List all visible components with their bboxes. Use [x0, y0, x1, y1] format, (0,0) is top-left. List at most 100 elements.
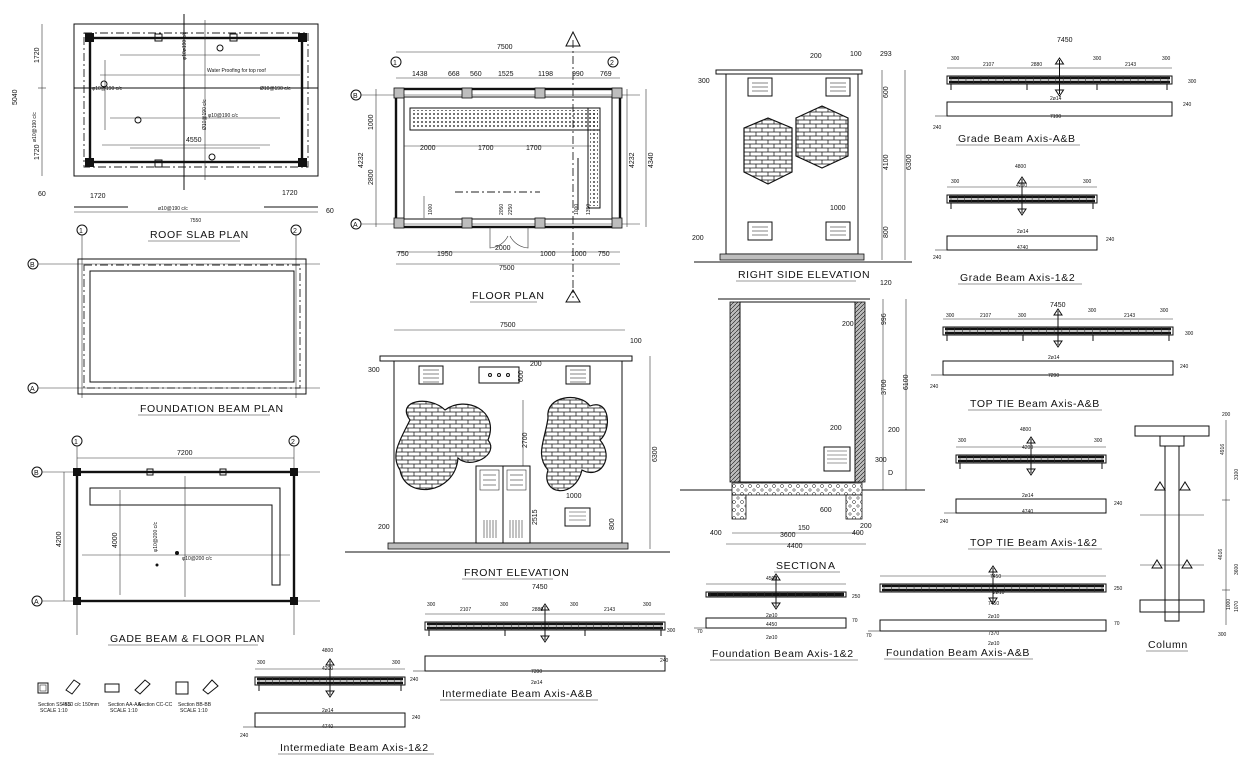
fb-12-bars-b: 2ø10: [766, 635, 778, 641]
roof-water-proofing-note: Water Proofing for top roof: [207, 68, 266, 74]
tt-ab-dim-300c: 300: [1088, 308, 1097, 314]
floor-cable-tray: [409, 107, 601, 209]
roof-dim-5040: 5040: [12, 89, 19, 105]
foundation-beam-ab-bar-schedule: [879, 619, 1107, 632]
floor-dim-1700a: 1700: [478, 145, 494, 152]
tt-12-bars: 2ø14: [1022, 493, 1034, 499]
gb-ab-dim-300d: 300: [1188, 79, 1197, 85]
tt-ab-bars: 2ø14: [1048, 355, 1060, 361]
section-a-title: SECTION: [776, 560, 827, 572]
section-dim-d: D: [888, 470, 893, 477]
grade-beam-ab-bar-schedule: [946, 101, 1173, 117]
tt-ab-dim-2143: 2143: [1124, 313, 1135, 319]
gb-ab-dim-2143: 2143: [1125, 62, 1136, 68]
front-door: [475, 465, 531, 544]
section-dim-4400: 4400: [787, 543, 803, 550]
gb-ab-dim-2107: 2107: [983, 62, 994, 68]
gade-axis-2: 2: [291, 439, 295, 446]
ib-ab-dim-240b: 240: [410, 677, 419, 683]
floor-dim-7500-bottom: 7500: [499, 265, 515, 272]
roof-slab-plan: Water Proofing for top roof φ10@190 c/c …: [12, 14, 334, 242]
floor-dim-4232-right: 4232: [629, 152, 636, 168]
front-dim-2700: 2700: [522, 432, 529, 448]
top-tie-12-section-arrow-top: [1026, 436, 1036, 444]
top-tie-ab-title: TOP TIE Beam Axis-A&B: [970, 398, 1100, 410]
front-elevation: 7500 100 300 200 600: [345, 322, 670, 580]
ib-ab-dim-300d: 300: [643, 602, 652, 608]
ib-12-bars: 2ø14: [322, 708, 334, 714]
floor-axis-a: A: [353, 222, 358, 229]
column-dim-3100: 3100: [1234, 469, 1240, 480]
gb-ab-dim-240b: 240: [933, 125, 942, 131]
front-dim-6300: 6300: [652, 446, 659, 462]
front-vent-right: [565, 365, 591, 385]
ib-12-dim-300b: 300: [392, 660, 401, 666]
grade-beam-ab-section-arrow-bottom: [1054, 89, 1065, 97]
column-title: Column: [1148, 639, 1188, 651]
ib-ab-dim-7390: 7390: [531, 669, 542, 675]
ib-12-dim-4800: 4800: [322, 648, 333, 654]
roof-rebar-label-vert: φ10ø190 c/c: [182, 32, 188, 60]
ib-ab-dim-300a: 300: [427, 602, 436, 608]
roof-outer-edge: [73, 23, 319, 177]
fb-ab-bars-b: 2ø10: [988, 614, 1000, 620]
section-dim-996: 996: [881, 313, 888, 325]
front-dim-7500: 7500: [500, 322, 516, 329]
gb-ab-dim-300b: 300: [1093, 56, 1102, 62]
front-dim-200-top: 200: [530, 361, 542, 368]
section-dim-400b: 400: [852, 530, 864, 537]
ib-ab-dim-300b: 300: [500, 602, 509, 608]
tt-ab-dim-7450: 7450: [1050, 302, 1066, 309]
section-dim-400: 400: [710, 530, 722, 537]
front-dim-2515: 2515: [532, 509, 539, 525]
roof-beam-line: [83, 32, 309, 168]
gb-ab-dim-2880: 2880: [1031, 62, 1042, 68]
intermediate-12-bar-schedule: [254, 712, 406, 728]
floor-door-left: [489, 227, 509, 249]
foundation-axis-2: 2: [293, 228, 297, 235]
front-elevation-title: FRONT ELEVATION: [464, 567, 569, 579]
right-vent-3: [747, 221, 773, 241]
gade-axis-a: A: [34, 599, 39, 606]
gade-dim-7200: 7200: [177, 450, 193, 457]
floor-dim-7500-top: 7500: [497, 44, 513, 51]
front-dim-1000: 1000: [566, 493, 582, 500]
foundation-beam-outer: [77, 258, 307, 395]
intermediate-ab-title: Intermediate Beam Axis-A&B: [442, 688, 593, 700]
svg-text:7550: 7550: [190, 218, 201, 224]
roof-rebar-label-left: φ10@190 c/c: [92, 86, 123, 92]
section-vent: [823, 446, 851, 472]
roof-rebar-label-mid: φ10@190 c/c: [208, 113, 239, 119]
gade-dim-4000: 4000: [112, 532, 119, 548]
ib-12-dim-4200: 4200: [322, 666, 333, 672]
column-detail: 200 4916 3100 4616 3600 1000 1070 300 Co…: [1134, 412, 1240, 652]
right-dim-600: 600: [883, 86, 890, 98]
right-dim-300: 300: [698, 78, 710, 85]
svg-text:60: 60: [326, 208, 334, 215]
ib-ab-dim-2143: 2143: [604, 607, 615, 613]
tt-ab-dim-7290: 7290: [1048, 373, 1059, 379]
column-dim-3600: 3600: [1234, 564, 1240, 575]
column-dim-1000: 1000: [1226, 599, 1232, 610]
roof-dim-1720-right: 1720: [282, 190, 298, 197]
column-shaft: [1164, 445, 1180, 622]
grade-beam-12-title: Grade Beam Axis-1&2: [960, 272, 1075, 284]
floor-dim-1000b: 1000: [540, 251, 556, 258]
floor-dim-2050: 2050: [499, 204, 505, 215]
section-a-mark: A: [828, 560, 836, 572]
gb-12-bars: 2ø14: [1017, 229, 1029, 235]
ib-ab-dim-7450: 7450: [532, 584, 548, 591]
right-vent-2: [825, 77, 851, 97]
roof-dim-1720-left: 1720: [90, 193, 106, 200]
gb-ab-dim-7450: 7450: [1057, 37, 1073, 44]
ib-12-dim-240b: 240: [240, 733, 249, 739]
gade-rebar-label: φ10@200 c/c: [182, 556, 213, 562]
gade-axis-b: B: [34, 470, 39, 477]
ib-12-dim-4740: 4740: [322, 724, 333, 730]
fb-12-dim-250: 250: [852, 594, 861, 600]
foundation-beam-12-section-arrow-bottom: [771, 602, 781, 610]
intermediate-ab-section-arrow-bottom: [540, 635, 550, 643]
column-dim-200: 200: [1222, 412, 1231, 418]
right-dim-293: 293: [880, 51, 892, 58]
